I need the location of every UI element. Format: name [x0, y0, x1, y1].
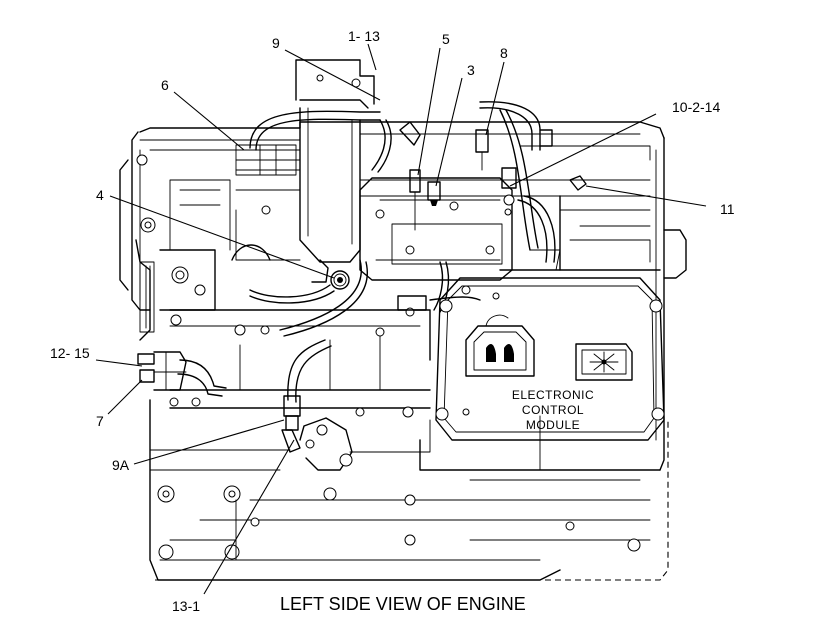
callout-4: 4: [96, 187, 104, 203]
electronic-control-module: ELECTRONIC CONTROL MODULE: [435, 277, 665, 471]
callout-8: 8: [500, 45, 508, 61]
callout-5: 5: [442, 31, 450, 47]
callout-labels: 9 1- 13 5 8 3 6 10-2-14 11 4 12- 15 7 9A…: [50, 28, 735, 614]
callout-7: 7: [96, 413, 104, 429]
leader-10-2-14: [509, 113, 657, 187]
leader-3: [435, 77, 463, 187]
callout-9: 9: [272, 35, 280, 51]
callout-12-15: 12- 15: [50, 345, 90, 361]
leader-4: [109, 195, 335, 279]
leader-6: [173, 91, 245, 151]
leader-8: [485, 61, 505, 136]
fuel-lines: [177, 101, 541, 403]
leader-9a: [133, 419, 285, 465]
engine-block-outline: [119, 121, 687, 581]
ecm-label-line-2: CONTROL: [522, 403, 584, 417]
leader-9: [284, 49, 381, 101]
leader-11: [585, 185, 707, 207]
lower-components: [137, 285, 641, 561]
leader-12-15: [95, 359, 143, 367]
callout-13-1: 13-1: [172, 598, 200, 614]
leader-1-13: [367, 43, 377, 71]
ecm-label-line-1: ELECTRONIC: [512, 388, 594, 402]
leader-5: [417, 47, 441, 176]
callout-9a: 9A: [112, 457, 130, 473]
callout-6: 6: [161, 77, 169, 93]
diagram-title: LEFT SIDE VIEW OF ENGINE: [280, 594, 526, 614]
front-housing: [135, 154, 270, 341]
ecm-label-line-3: MODULE: [526, 418, 580, 432]
cylinder-head-area: [359, 129, 587, 281]
leader-13-1: [203, 439, 295, 595]
callout-3: 3: [467, 62, 475, 78]
callout-1-13: 1- 13: [348, 28, 380, 44]
leader-7: [107, 379, 143, 415]
callout-10-2-14: 10-2-14: [672, 99, 720, 115]
leader-lines: [95, 43, 707, 595]
fuel-filter-housing: [235, 59, 375, 263]
callout-11: 11: [720, 201, 735, 217]
